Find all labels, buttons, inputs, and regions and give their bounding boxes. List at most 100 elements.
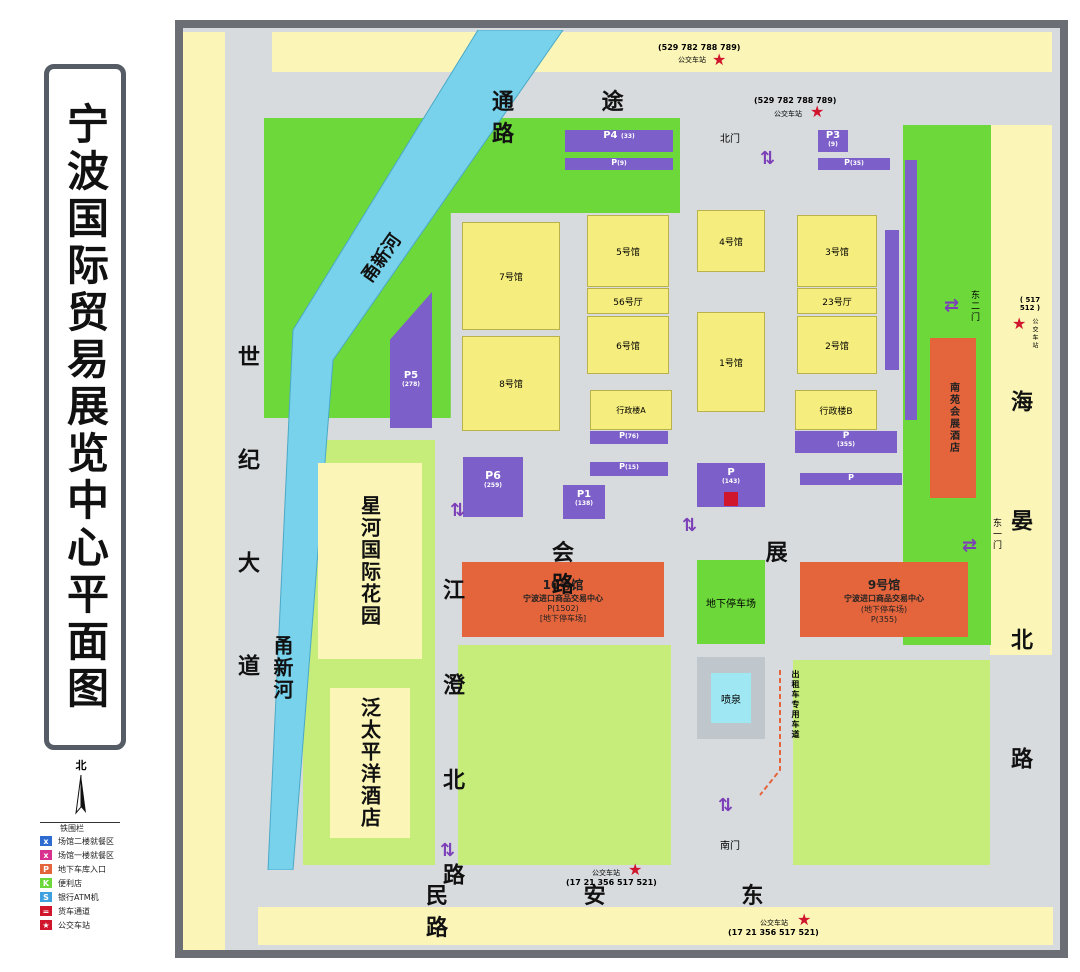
hall-3[interactable]: 3号馆: [797, 215, 877, 287]
hall-1[interactable]: 1号馆: [697, 312, 765, 412]
entry-arrow-icon: ⇅: [718, 795, 734, 816]
parking-top-count: (9): [617, 160, 627, 167]
taxi-lane-label: 出租车专用车道: [791, 670, 800, 740]
entry-arrow-icon: ⇄: [962, 535, 978, 556]
legend-swatch-icon: x: [40, 850, 52, 860]
hall-8-label: 8号馆: [499, 380, 523, 390]
hall-9[interactable]: 9号馆 宁波进口商品交易中心 (地下停车场) P(355): [800, 562, 968, 637]
parking-p6[interactable]: P6(259): [463, 457, 523, 517]
river: [267, 30, 564, 870]
legend-swatch-icon: ★: [40, 920, 52, 930]
admin-b[interactable]: 行政楼B: [795, 390, 877, 430]
title-box: 宁波国际贸易展览中心平面图: [44, 64, 126, 750]
parking-p3-count: (9): [828, 141, 838, 148]
entry-arrow-icon: ⇅: [450, 500, 466, 521]
hall-2[interactable]: 2号馆: [797, 316, 877, 374]
legend-text: 公交车站: [58, 920, 90, 930]
hotel-right[interactable]: 南苑会展酒店: [930, 338, 976, 498]
road-east: 海 晏 北 路: [1007, 390, 1032, 805]
bus-stop-icon: ★: [1012, 314, 1027, 333]
legend-item: =货车通道: [40, 904, 160, 918]
parking-p4-label: P4: [603, 130, 618, 141]
parking-p6-count: (259): [483, 482, 502, 489]
parking-76-count: (76): [625, 433, 639, 440]
road-south: 民 安 东 路: [426, 884, 828, 941]
west-strip: [183, 32, 225, 950]
underground-parking-label: 地下停车场: [706, 598, 756, 610]
legend-fence: 铁围栏: [40, 822, 120, 834]
bus-bottom2-routes: (17 21 356 517 521): [728, 928, 819, 937]
admin-a-label: 行政楼A: [616, 405, 646, 415]
parking-marker: [724, 492, 738, 506]
hall-23[interactable]: 23号厅: [797, 288, 877, 314]
parking-top2-label: P: [844, 158, 851, 167]
parking-r[interactable]: P: [800, 473, 902, 485]
hall-4[interactable]: 4号馆: [697, 210, 765, 272]
north-compass: 北: [66, 757, 96, 817]
parking-p3[interactable]: P3(9): [818, 130, 848, 152]
bus-stop-icon: ★: [797, 910, 812, 929]
legend-text: 银行ATM机: [58, 892, 99, 902]
road-north: 通 途 路: [492, 90, 664, 147]
bus-stop-icon: ★: [628, 860, 643, 879]
hall-5[interactable]: 5号馆: [587, 215, 669, 287]
fountain-plaza: 喷泉: [697, 657, 765, 739]
bus-east-label: 公交车站: [1031, 318, 1038, 350]
hall-9-name: 9号馆: [867, 578, 901, 592]
legend-swatch-icon: =: [40, 906, 52, 916]
lawn-southwest: [458, 645, 671, 865]
parking-p6-label: P6: [485, 469, 501, 482]
legend-text: 便利店: [58, 878, 82, 888]
underground-parking[interactable]: 地下停车场: [697, 560, 765, 644]
fountain: 喷泉: [711, 673, 751, 723]
hall-7[interactable]: 7号馆: [462, 222, 560, 330]
road-inner-west: 江 澄 北 路: [439, 578, 464, 909]
parking-355-count: (355): [836, 441, 855, 448]
hall-6-label: 6号馆: [616, 341, 640, 352]
gate-north: 北门: [720, 134, 740, 145]
parking-143-label: P: [727, 467, 735, 478]
parking-15-count: (15): [625, 464, 639, 471]
parking-east-strip[interactable]: [905, 160, 917, 420]
hall-9-sub: 宁波进口商品交易中心: [844, 594, 924, 603]
bus-bottom1-label: 公交车站: [592, 869, 620, 877]
parking-143[interactable]: P(143): [697, 463, 765, 507]
south-strip: [258, 907, 1053, 945]
entry-arrow-icon: ⇅: [682, 515, 698, 536]
hall-4-label: 4号馆: [719, 237, 743, 248]
parking-top2[interactable]: P(35): [818, 158, 890, 170]
parking-p4[interactable]: P4 (33): [565, 130, 673, 152]
legend-text: 地下车库入口: [58, 864, 106, 874]
garden-label: 星河国际花园: [357, 495, 382, 627]
bus-stop-icon: ★: [712, 50, 727, 69]
hall-56[interactable]: 56号厅: [587, 288, 669, 314]
entry-arrow-icon: ⇅: [760, 148, 776, 169]
road-west: 世 纪 大 道: [234, 345, 259, 704]
hall-3-label: 3号馆: [825, 247, 849, 258]
parking-76[interactable]: P(76): [590, 431, 668, 444]
parking-top[interactable]: P(9): [565, 158, 673, 170]
bus-stop-icon: ★: [810, 102, 825, 121]
hall-9-note: (地下停车场): [860, 605, 908, 614]
legend-item: ★ 公交车站: [40, 918, 160, 932]
parking-355[interactable]: P(355): [795, 431, 897, 453]
admin-a[interactable]: 行政楼A: [590, 390, 672, 430]
hall-10[interactable]: 10号馆 宁波进口商品交易中心 P(1502) [地下停车场]: [462, 562, 664, 637]
parking-p5-count: (278): [401, 381, 420, 388]
hall-8[interactable]: 8号馆: [462, 336, 560, 431]
east-strip: [990, 125, 1052, 655]
parking-p5-label: P5: [403, 370, 419, 381]
bus-top2-routes: (529 782 788 789): [754, 96, 837, 105]
parking-p1-count: (138): [574, 500, 593, 507]
parking-15[interactable]: P(15): [590, 462, 668, 476]
hall-6[interactable]: 6号馆: [587, 316, 669, 374]
hall-9-parking: P(355): [870, 615, 898, 624]
hall-5-label: 5号馆: [616, 247, 640, 258]
compass-label: 北: [75, 759, 87, 772]
parking-p1[interactable]: P1(138): [563, 485, 605, 519]
parking-east-inner[interactable]: [885, 230, 899, 370]
bus-bottom2-label: 公交车站: [760, 919, 788, 927]
